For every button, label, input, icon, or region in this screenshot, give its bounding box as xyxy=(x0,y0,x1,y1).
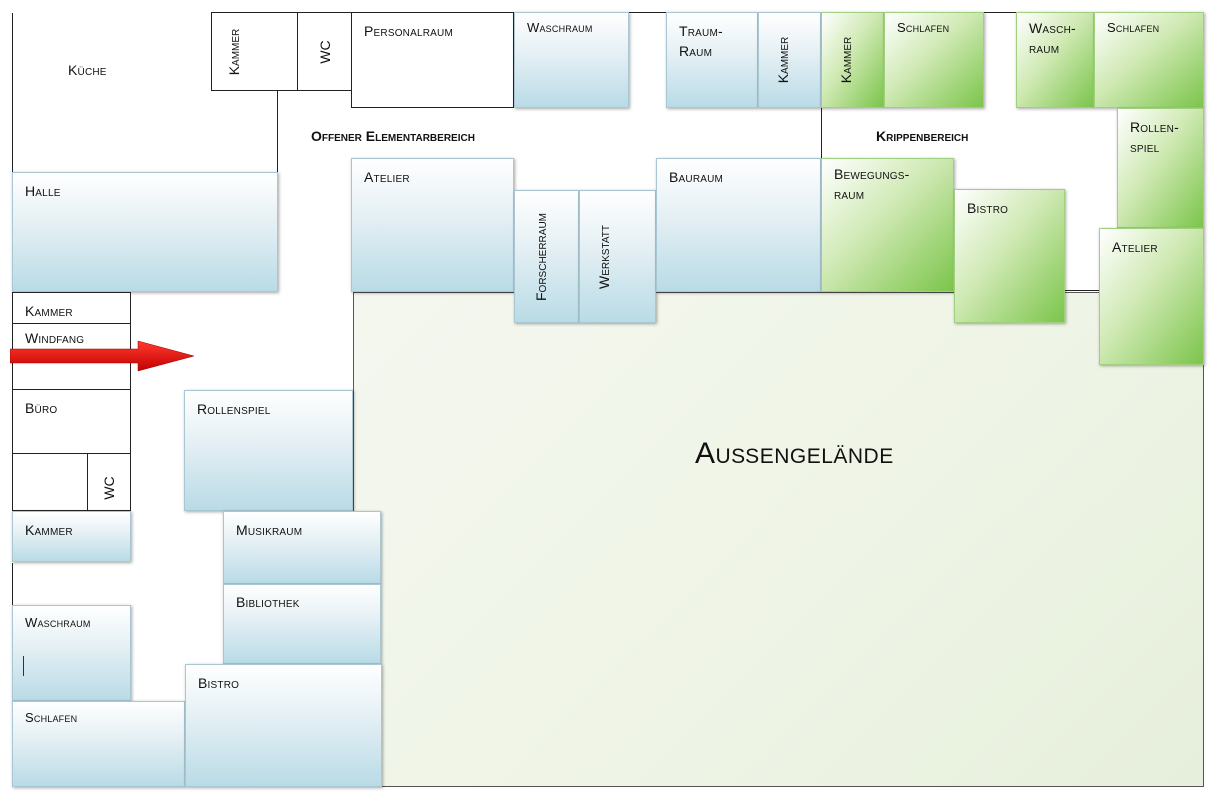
room-bistro: Bistro xyxy=(185,664,382,787)
room-label: Bistro xyxy=(198,675,240,691)
wall xyxy=(628,12,666,13)
wall xyxy=(1065,290,1099,291)
room-label: Halle xyxy=(25,183,61,199)
room-traumraum: Traum- Raum xyxy=(666,12,758,108)
room-label: Bauraum xyxy=(669,169,724,185)
room-label: Waschraum xyxy=(527,20,593,35)
room-waschraum-top: Waschraum xyxy=(514,12,629,108)
room-label: Forscherraum xyxy=(533,212,549,301)
room-label: Musikraum xyxy=(236,522,303,538)
room-musikraum: Musikraum xyxy=(223,511,381,584)
room-label: Traum- Raum xyxy=(679,23,723,59)
room-atelier-green: Atelier xyxy=(1099,228,1204,365)
room-label: Atelier xyxy=(364,169,410,185)
room-label: WC xyxy=(316,39,333,64)
room-forscherraum: Forscherraum xyxy=(514,190,579,323)
room-label: Kammer xyxy=(775,36,791,84)
room-buero: Büro xyxy=(12,389,131,454)
room-label: Rollenspiel xyxy=(197,401,271,417)
room-wc-top: WC xyxy=(297,12,352,91)
wall xyxy=(12,12,13,172)
room-label: Windfang xyxy=(25,330,85,346)
room-kammer-top2: Kammer xyxy=(758,12,821,108)
wall xyxy=(821,108,822,160)
room-kammer-left2: Kammer xyxy=(12,511,131,562)
room-halle: Halle xyxy=(12,172,278,292)
room-label: Bibliothek xyxy=(236,594,300,610)
room-waschraum-green: Wasch- raum xyxy=(1016,12,1094,108)
room-label: WC xyxy=(101,476,117,500)
outdoor-area xyxy=(353,292,1204,787)
room-label: Kammer xyxy=(25,522,73,538)
room-kammer-left: Kammer xyxy=(12,292,131,324)
area-title-krippe: Krippenbereich xyxy=(876,128,969,144)
room-waschraum-left: Waschraum xyxy=(12,605,131,701)
room-flur-left xyxy=(12,453,88,511)
room-bibliothek: Bibliothek xyxy=(223,584,381,664)
room-wc-left: WC xyxy=(87,453,131,511)
wall xyxy=(984,12,1016,13)
room-bistro-green: Bistro xyxy=(954,189,1065,323)
room-atelier: Atelier xyxy=(351,158,514,292)
room-label: Kammer xyxy=(25,303,73,319)
door-mark xyxy=(23,656,24,676)
room-label: Bistro xyxy=(967,200,1009,216)
room-personalraum: Personalraum xyxy=(351,12,514,108)
room-kammer-top: Kammer xyxy=(211,12,298,91)
wall xyxy=(277,90,278,172)
room-label: Bewegungs- raum xyxy=(834,166,910,202)
room-label: Personalraum xyxy=(364,23,453,39)
room-label: Küche xyxy=(68,62,107,78)
outdoor-label: Außengelände xyxy=(695,437,894,470)
room-label: Werkstatt xyxy=(596,224,612,289)
room-label: Wasch- raum xyxy=(1029,20,1076,56)
room-label: Atelier xyxy=(1112,239,1158,255)
room-schlafen-left: Schlafen xyxy=(12,701,185,787)
room-label: Kammer xyxy=(226,28,242,75)
room-label: Kammer xyxy=(838,36,854,84)
right-arrow-icon xyxy=(10,340,195,372)
room-label: Rollen- spiel xyxy=(1130,119,1179,155)
area-title-elementar: Offener Elementarbereich xyxy=(311,128,475,144)
room-kueche xyxy=(12,12,212,13)
room-rollenspiel-green: Rollen- spiel xyxy=(1117,108,1204,228)
room-bauraum: Bauraum xyxy=(656,158,821,292)
room-schlafen-top2: Schlafen xyxy=(1094,12,1204,108)
room-label: Waschraum xyxy=(25,615,91,630)
room-kueche: Küche xyxy=(12,12,278,172)
room-label: Schlafen xyxy=(25,710,78,725)
room-label: Schlafen xyxy=(1107,20,1160,35)
room-bewegungsraum: Bewegungs- raum xyxy=(821,158,954,292)
room-kammer-green: Kammer xyxy=(821,12,884,108)
room-werkstatt: Werkstatt xyxy=(579,190,656,323)
room-label: Büro xyxy=(25,400,58,416)
room-rollenspiel: Rollenspiel xyxy=(184,390,353,511)
room-schlafen-top: Schlafen xyxy=(884,12,984,108)
room-label: Schlafen xyxy=(897,20,950,35)
wall xyxy=(12,563,13,606)
